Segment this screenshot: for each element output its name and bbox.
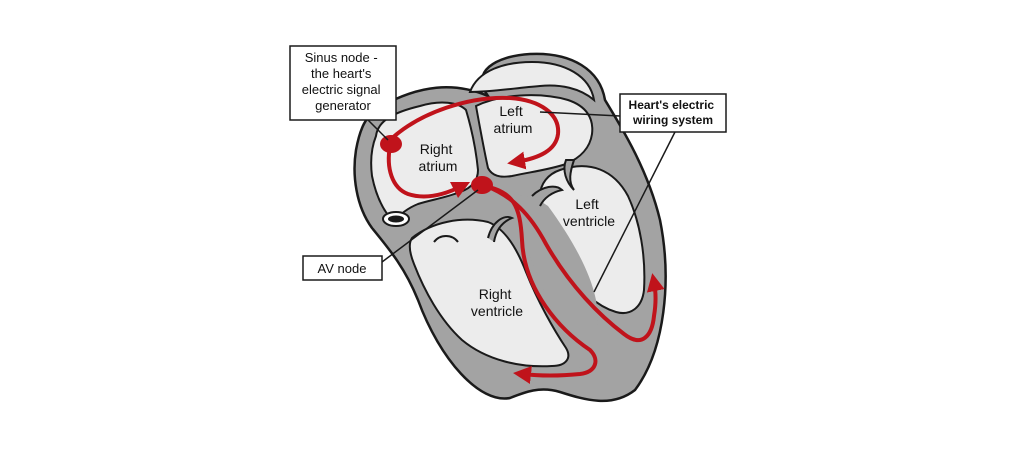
av-node-leader bbox=[381, 189, 479, 263]
wiring-system-callout-box bbox=[619, 93, 727, 133]
interventricular-septum bbox=[500, 194, 598, 378]
sinus-node-callout-text: Sinus node - the heart's electric signal… bbox=[302, 50, 384, 113]
coronary-sinus-inner bbox=[388, 215, 404, 223]
right-ventricle-label: Right ventricle bbox=[471, 286, 523, 319]
av-to-left-ventricle-signal bbox=[485, 184, 665, 342]
av-node-callout-text: AV node bbox=[318, 261, 367, 276]
sinus-node-callout-box bbox=[289, 45, 397, 121]
left-atrium-leader bbox=[539, 111, 621, 117]
tricuspid-valve-flap bbox=[433, 235, 459, 243]
sinus-to-left-atrium-signal bbox=[388, 95, 561, 170]
sinus-node bbox=[380, 135, 402, 153]
left-ventricle-label: Left ventricle bbox=[563, 196, 615, 229]
left-atrium-label: Left atrium bbox=[494, 103, 533, 136]
av-node-callout-box bbox=[302, 255, 383, 281]
mitral-valve-flap-2 bbox=[563, 159, 576, 191]
tricuspid-valve-flap-2 bbox=[487, 216, 515, 243]
av-to-right-ventricle-signal bbox=[483, 184, 598, 384]
left-atrium-appendage bbox=[468, 60, 596, 103]
wiring-system-callout-text: Heart's electric wiring system bbox=[629, 98, 718, 127]
right-ventricle-chamber bbox=[408, 218, 570, 368]
right-atrium-label: Right atrium bbox=[419, 141, 458, 174]
mitral-valve-flap bbox=[531, 185, 565, 207]
sinus-node-leader bbox=[365, 117, 389, 141]
wiring-system-leader bbox=[593, 129, 677, 293]
av-node bbox=[471, 176, 493, 194]
sinus-to-av-signal bbox=[386, 145, 471, 199]
